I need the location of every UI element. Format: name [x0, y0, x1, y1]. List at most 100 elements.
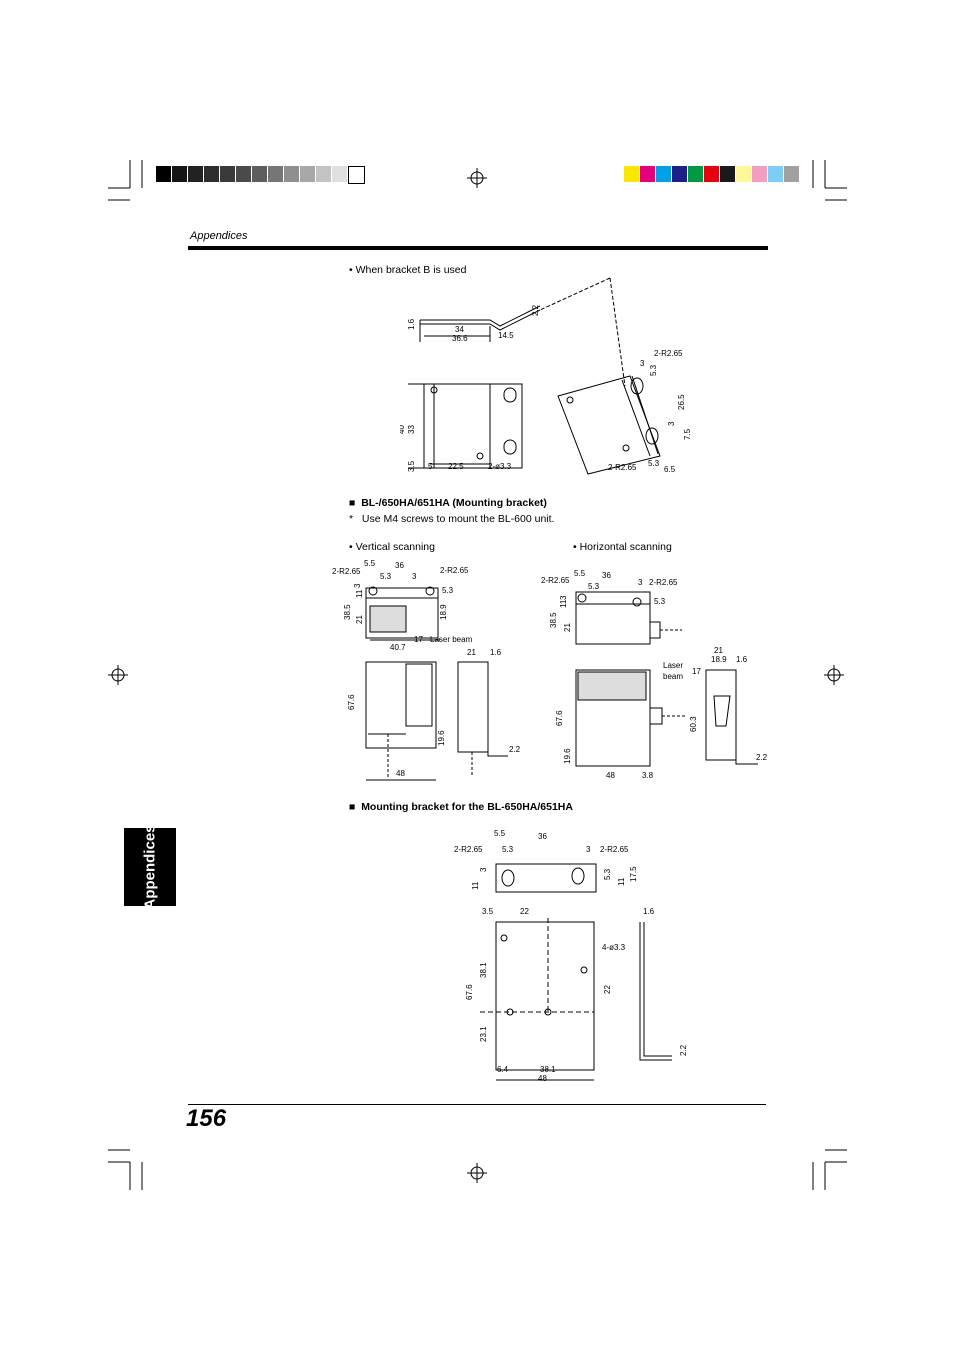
- square-bullet-icon: ■: [349, 497, 356, 509]
- dim-label: 21: [355, 615, 364, 624]
- registration-target-icon: [108, 168, 844, 1183]
- dim-label: 5.3: [442, 586, 454, 595]
- dim-label: 36: [602, 571, 611, 580]
- dim-label: 3: [586, 845, 591, 854]
- dim-label: 5.3: [649, 364, 658, 376]
- dim-label: 2-R2.65: [600, 845, 629, 854]
- gray-swatch: [284, 166, 299, 182]
- note-text: Use M4 screws to mount the BL-600 unit.: [361, 513, 555, 525]
- dim-label: 2-R2.65: [608, 463, 637, 472]
- gray-swatch: [268, 166, 283, 182]
- dim-label: 17.5: [629, 866, 638, 882]
- section3-heading-text: Mounting bracket for the BL-650HA/651HA: [361, 801, 573, 813]
- dim-label: 2-R2.65: [654, 349, 683, 358]
- bracket-b-drawing: 1.6 34 36.6 14.5 2.2 40 33 3.5 5 22.5 2-…: [400, 277, 692, 475]
- dim-label: 5.3: [603, 868, 612, 880]
- dim-label: 38.5: [549, 612, 558, 628]
- dim-label: 2.2: [756, 753, 768, 762]
- dim-label: 67.6: [555, 710, 564, 726]
- gray-swatch: [316, 166, 331, 182]
- color-swatch: [752, 166, 767, 182]
- gray-swatch: [332, 166, 347, 182]
- color-swatch: [704, 166, 719, 182]
- mounting-bracket-drawing: 5.5 36 2-R2.65 5.3 3 2-R2.65 3 11 5.3 11…: [454, 829, 688, 1083]
- color-swatch: [688, 166, 703, 182]
- dim-label: 3: [667, 421, 676, 426]
- gray-swatch: [300, 166, 315, 182]
- dim-label: 17: [692, 667, 701, 676]
- dim-label: 67.6: [465, 984, 474, 1000]
- dim-label: 23.1: [479, 1026, 488, 1042]
- dim-label: 38.1: [540, 1065, 556, 1074]
- dim-label: 1.6: [736, 655, 748, 664]
- dim-label: 38.1: [479, 962, 488, 978]
- gray-swatch: [236, 166, 251, 182]
- dim-label: 14.5: [498, 331, 514, 340]
- dim-label: 19.6: [563, 748, 572, 764]
- dim-label: 18.9: [439, 604, 448, 620]
- gray-swatch: [204, 166, 219, 182]
- dim-label: 22: [520, 907, 529, 916]
- header-rule: [188, 246, 768, 250]
- dim-label: 5.5: [364, 559, 376, 568]
- dim-label: 5: [428, 462, 433, 471]
- dim-label: 11: [355, 589, 364, 598]
- dim-label: 5.3: [380, 572, 392, 581]
- dim-label: 5.5: [574, 569, 586, 578]
- dim-label: 48: [538, 1074, 547, 1083]
- dim-label: 34: [455, 325, 464, 334]
- dim-label: 11: [559, 599, 568, 608]
- dim-label: 7.5: [683, 428, 692, 440]
- dim-label: 60.3: [689, 716, 698, 732]
- dim-label: 48: [606, 771, 615, 780]
- dim-label: 17: [414, 635, 423, 644]
- dim-label: 36: [395, 561, 404, 570]
- dim-label: 1.6: [407, 318, 416, 330]
- note: * Use M4 screws to mount the BL-600 unit…: [349, 513, 554, 525]
- dim-label: 3: [559, 595, 568, 600]
- color-swatch: [640, 166, 655, 182]
- dim-label: 21: [563, 623, 572, 632]
- dim-label: 5.3: [588, 582, 600, 591]
- dim-label: 3: [640, 359, 645, 368]
- dim-label: 40.7: [390, 643, 406, 652]
- vertical-scanning-label: • Vertical scanning: [349, 541, 435, 553]
- color-swatch: [672, 166, 687, 182]
- section3-heading: ■ Mounting bracket for the BL-650HA/651H…: [349, 801, 573, 813]
- dim-label: 19.6: [437, 730, 446, 746]
- side-tab-label: Appendices: [141, 824, 159, 910]
- dim-label: 2.2: [531, 304, 540, 316]
- section2-heading: ■ BL-/650HA/651HA (Mounting bracket): [349, 497, 547, 509]
- dim-label: 21: [467, 648, 476, 657]
- dim-label: beam: [663, 672, 683, 681]
- dim-label: 6.4: [497, 1065, 509, 1074]
- color-swatch: [624, 166, 639, 182]
- dim-label: 36.6: [452, 334, 468, 343]
- dim-label: 5.3: [654, 597, 666, 606]
- color-swatch: [720, 166, 735, 182]
- vertical-scanning-drawing: 2-R2.65 5.5 36 5.3 3 2-R2.65 5.3 38.5 11…: [332, 559, 521, 781]
- dim-label: 67.6: [347, 694, 356, 710]
- dim-label: 1.6: [490, 648, 502, 657]
- dim-label: 2.2: [679, 1044, 688, 1056]
- dim-label: 3.8: [642, 771, 654, 780]
- dim-label: 3: [353, 583, 362, 588]
- dim-label: 6.5: [664, 465, 676, 474]
- dim-label: 11: [617, 877, 626, 886]
- dim-label: 3.5: [407, 460, 416, 472]
- horizontal-scanning-drawing: 2-R2.65 5.5 36 5.3 3 2-R2.65 5.3 38.5 11…: [541, 569, 768, 780]
- dim-label: 48: [396, 769, 405, 778]
- bracket-b-bullet: • When bracket B is used: [349, 264, 467, 276]
- dim-label: 5.5: [494, 829, 506, 838]
- dim-label: 5.3: [648, 459, 660, 468]
- square-bullet-icon: ■: [349, 801, 356, 813]
- horizontal-scanning-label: • Horizontal scanning: [573, 541, 672, 553]
- dim-label: 26.5: [677, 394, 686, 410]
- gray-swatch: [348, 166, 365, 184]
- dim-label: 2.2: [509, 745, 521, 754]
- dim-label: 2-R2.65: [440, 566, 469, 575]
- dim-label: 2-R2.65: [454, 845, 483, 854]
- dim-label: 18.9: [711, 655, 727, 664]
- dim-label: 3: [479, 867, 488, 872]
